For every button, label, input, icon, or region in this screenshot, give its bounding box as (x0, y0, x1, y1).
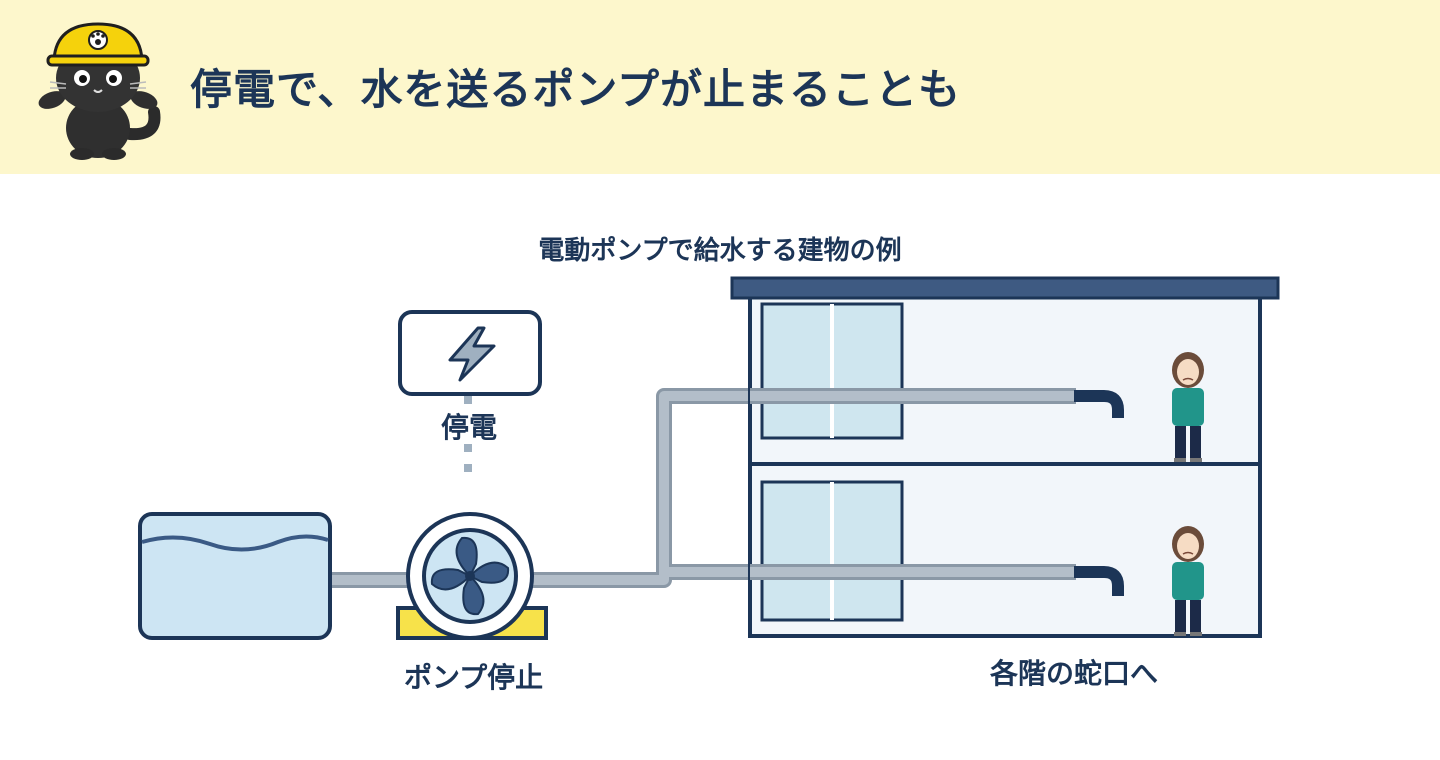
pump-diagram: 電動ポンプで給水する建物の例 停電 ポンプ停止 各階の蛇口へ (0, 174, 1440, 760)
diagram-title: 電動ポンプで給水する建物の例 (538, 236, 902, 266)
faucet-upper-icon (1074, 390, 1124, 418)
water-tank (138, 512, 332, 640)
page-title: 停電で、水を送るポンプが止まることも (190, 65, 962, 114)
fan-pump-icon (406, 512, 534, 640)
header-banner: 停電で、水を送るポンプが止まることも (0, 0, 1440, 174)
window-upper (760, 302, 904, 440)
lightning-bolt-icon (448, 326, 496, 382)
faucet-label: 各階の蛇口へ (990, 657, 1159, 690)
faucet-lower-icon (1074, 566, 1124, 596)
pump-stopped-label: ポンプ停止 (404, 661, 544, 694)
diagram-canvas (138, 276, 1280, 640)
person-upper (1172, 352, 1204, 462)
window-lower (760, 480, 904, 622)
mascot-cat-icon (38, 22, 161, 160)
outage-label: 停電 (441, 411, 498, 444)
person-lower (1172, 526, 1204, 636)
power-outage-box (398, 310, 542, 396)
dotted-connector (464, 396, 472, 472)
